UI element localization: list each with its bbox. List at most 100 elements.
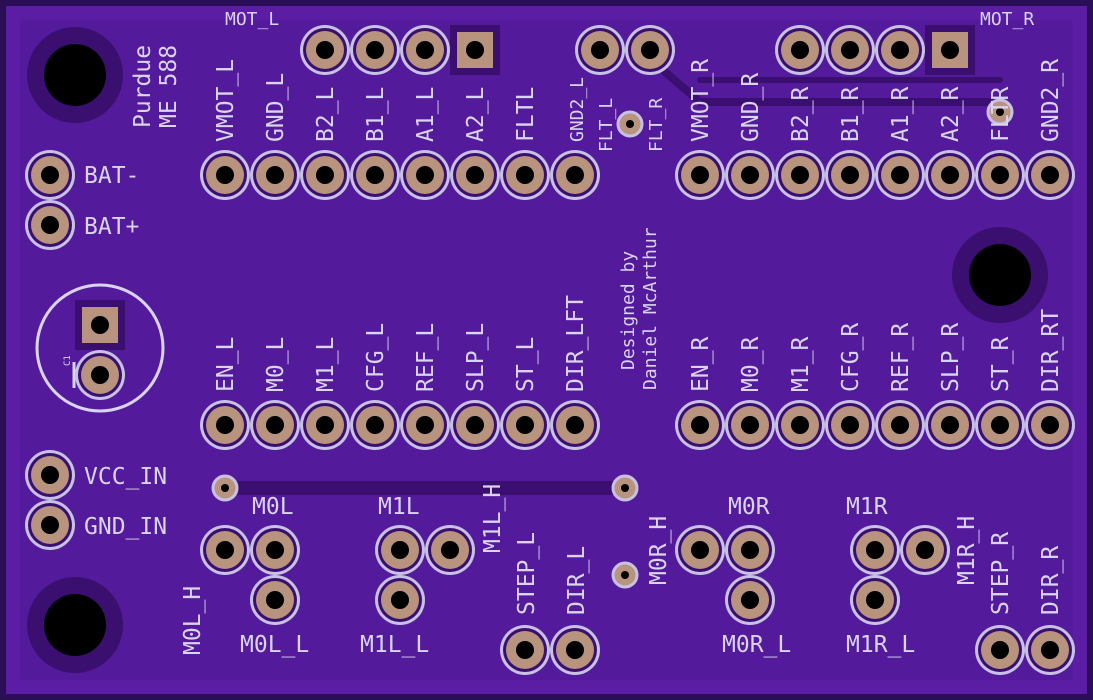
mot-r-pin-37-drill: [791, 41, 809, 59]
mounting-holes: [27, 27, 1048, 673]
label-m0l: M0L: [252, 494, 294, 520]
capacitor-outline: [35, 283, 165, 413]
jumper-m1r-pin-59-drill: [916, 541, 934, 559]
label-m0r-l: M0R_L: [722, 632, 791, 658]
header-mid-right-pin-26-drill: [741, 416, 759, 434]
via-flt-l-drill: [626, 120, 634, 128]
via-center-drill: [621, 571, 629, 579]
via-bus-right-drill: [621, 484, 629, 492]
label-top-right-2: B2_R: [788, 86, 814, 142]
header-mid-left-pin-19-drill: [316, 416, 334, 434]
header-top-right-pin-16-drill: [1041, 166, 1059, 184]
label-top-right-6: FLTR: [988, 86, 1014, 142]
label-dir-l: DIR_L: [564, 546, 590, 615]
via-flt-r-drill: [996, 108, 1004, 116]
jumper-m1l-pin-54-drill: [391, 591, 409, 609]
bat-pin-43-drill: [41, 166, 59, 184]
header-mid-right-pin-32-drill: [1041, 416, 1059, 434]
mot-l-pin-36-drill: [466, 41, 484, 59]
label-credit-1: Designed by: [618, 251, 639, 370]
header-mid-left-pin-24-drill: [566, 416, 584, 434]
label-m0l-h: M0L_H: [180, 586, 206, 655]
mounting-hole-right: [969, 244, 1031, 306]
label-top-left-2: B2_L: [313, 87, 339, 142]
label-m0r: M0R: [728, 494, 770, 520]
header-mid-left-pin-20-drill: [366, 416, 384, 434]
header-top-left-pin-7-drill: [516, 166, 534, 184]
label-mid-right-3: CFG_R: [838, 323, 864, 392]
jumper-m0l-pin-50-drill: [266, 541, 284, 559]
mot-r-pin-38-drill: [841, 41, 859, 59]
capacitor-pin-48-drill: [91, 366, 109, 384]
jumper-m0r-pin-56-drill: [741, 541, 759, 559]
step-dir-right-pin-64-drill: [1041, 641, 1059, 659]
label-m0l-l: M0L_L: [240, 632, 309, 658]
vcc-in-pin-45-drill: [41, 466, 59, 484]
mot-r-pin-40-drill: [941, 41, 959, 59]
label-top-left-3: B1_L: [363, 87, 389, 142]
label-step-l: STEP_L: [514, 532, 540, 615]
jumper-m1l-pin-52-drill: [391, 541, 409, 559]
jumper-m0l-pin-51-drill: [266, 591, 284, 609]
label-vcc-in: VCC_IN: [84, 464, 167, 490]
header-top-right-pin-15-drill: [991, 166, 1009, 184]
header-mid-right-pin-25-drill: [691, 416, 709, 434]
header-top-left-pin-6-drill: [466, 166, 484, 184]
label-me588: ME 588: [156, 45, 182, 128]
header-top-left-pin-1-drill: [216, 166, 234, 184]
header-mid-right-pin-29-drill: [891, 416, 909, 434]
label-top-right-0: VMOT_R: [688, 59, 714, 142]
label-cap: C1: [63, 355, 73, 366]
label-mid-left-3: CFG_L: [363, 323, 389, 392]
header-top-left-pin-8-drill: [566, 166, 584, 184]
label-m1l: M1L: [378, 494, 420, 520]
label-top-left-5: A2_L: [463, 87, 489, 142]
label-mid-right-0: EN_R: [688, 336, 714, 392]
flt-pin-42-drill: [641, 41, 659, 59]
label-mid-left-4: REF_L: [413, 323, 439, 392]
mot-l-pin-33-drill: [316, 41, 334, 59]
jumper-m0r-pin-55-drill: [691, 541, 709, 559]
header-mid-right-pin-27-drill: [791, 416, 809, 434]
pad-layer: [25, 25, 1075, 675]
board-body: [6, 6, 1087, 694]
jumper-m1l-pin-53-drill: [441, 541, 459, 559]
label-step-r: STEP_R: [988, 532, 1014, 615]
label-mid-right-6: ST_R: [988, 336, 1014, 392]
mounting-hole-bottom-left: [44, 594, 106, 656]
header-top-right-pin-13-drill: [891, 166, 909, 184]
header-mid-right-pin-28-drill: [841, 416, 859, 434]
mounting-hole-top-left: [44, 44, 106, 106]
jumper-m0l-pin-49-drill: [216, 541, 234, 559]
label-top-right-3: B1_R: [838, 86, 864, 142]
label-mid-right-5: SLP_R: [938, 323, 964, 392]
step-dir-left-pin-62-drill: [566, 641, 584, 659]
step-dir-left-pin-61-drill: [516, 641, 534, 659]
label-mid-left-0: EN_L: [213, 337, 239, 392]
header-top-right-pin-10-drill: [741, 166, 759, 184]
label-flt-l: FLT_L: [596, 98, 617, 152]
mot-r-pin-39-drill: [891, 41, 909, 59]
label-dir-r: DIR_R: [1038, 546, 1064, 615]
label-m1r: M1R: [846, 494, 888, 520]
trace-flt-r: [661, 68, 1004, 106]
header-top-right-pin-11-drill: [791, 166, 809, 184]
jumper-m0r-pin-57-drill: [741, 591, 759, 609]
step-dir-right-pin-63-drill: [991, 641, 1009, 659]
label-credit-2: Daniel McArthur: [640, 227, 661, 390]
label-top-right-1: GND_R: [738, 73, 764, 142]
label-mid-right-7: DIR_RT: [1038, 309, 1064, 392]
label-top-left-6: FLTL: [513, 87, 539, 142]
header-top-right-pin-14-drill: [941, 166, 959, 184]
label-top-left-7: GND2_L: [567, 77, 588, 142]
label-mot-r: MOT_R: [980, 9, 1034, 30]
label-mid-left-2: M1_L: [313, 337, 339, 392]
mot-l-pin-34-drill: [366, 41, 384, 59]
header-top-left-pin-2-drill: [266, 166, 284, 184]
label-mot-l: MOT_L: [225, 9, 279, 30]
